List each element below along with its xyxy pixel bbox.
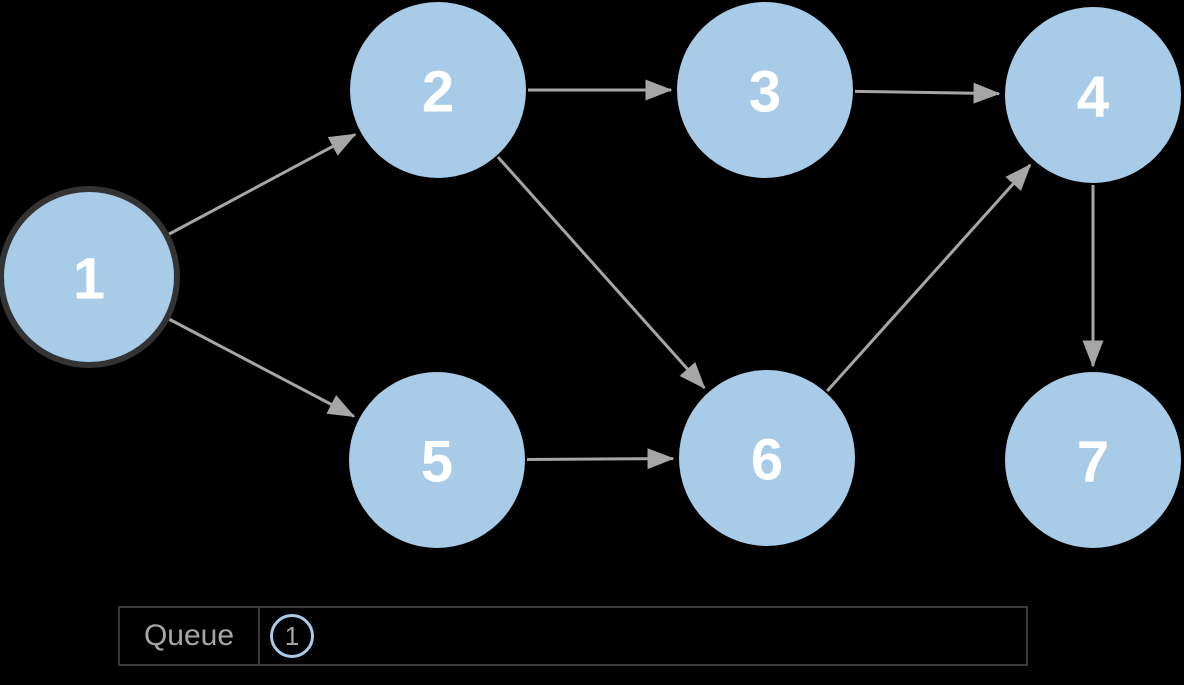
graph-edge-2-6 [496, 156, 706, 390]
queue-label-cell: Queue [120, 608, 260, 664]
graph-node-2[interactable]: 2 [350, 2, 526, 178]
graph-node-label-3: 3 [749, 60, 781, 125]
graph-node-label-4: 4 [1077, 65, 1109, 130]
graph-node-label-7: 7 [1077, 430, 1109, 495]
graph-edge-6-4 [826, 163, 1032, 393]
graph-node-circle-7[interactable] [1005, 372, 1181, 548]
nodes-layer: 1 2 3 4 5 6 7 [0, 2, 1181, 548]
graph-node-circle-2[interactable] [350, 2, 526, 178]
graph-node-1[interactable]: 1 [0, 186, 180, 368]
graph-node-label-2: 2 [422, 60, 454, 125]
queue-label: Queue [143, 619, 235, 652]
graph-node-label-6: 6 [751, 428, 783, 493]
queue-panel: Queue 1 [118, 606, 1028, 666]
graph-node-7[interactable]: 7 [1005, 372, 1181, 548]
graph-edge-5-6 [526, 448, 675, 470]
graph-node-5[interactable]: 5 [349, 372, 525, 548]
queue-item[interactable]: 1 [270, 614, 314, 658]
graph-edge-1-2 [167, 133, 357, 236]
graph-node-3[interactable]: 3 [677, 2, 853, 178]
graph-node-circle-3[interactable] [677, 2, 853, 178]
graph-node-label-1: 1 [73, 247, 105, 312]
graph-node-label-5: 5 [421, 430, 453, 495]
graph-node-circle-5[interactable] [349, 372, 525, 548]
graph-edge-3-4 [854, 82, 1001, 104]
graph-node-circle-1[interactable] [0, 186, 180, 368]
graph-node-4[interactable]: 4 [1005, 7, 1181, 183]
edges-layer [167, 79, 1104, 470]
queue-items-cell: 1 [260, 608, 1026, 664]
graph-edge-1-5 [167, 317, 356, 418]
graph-node-circle-6[interactable] [679, 370, 855, 546]
graph-node-circle-4[interactable] [1005, 7, 1181, 183]
graph-node-6[interactable]: 6 [679, 370, 855, 546]
